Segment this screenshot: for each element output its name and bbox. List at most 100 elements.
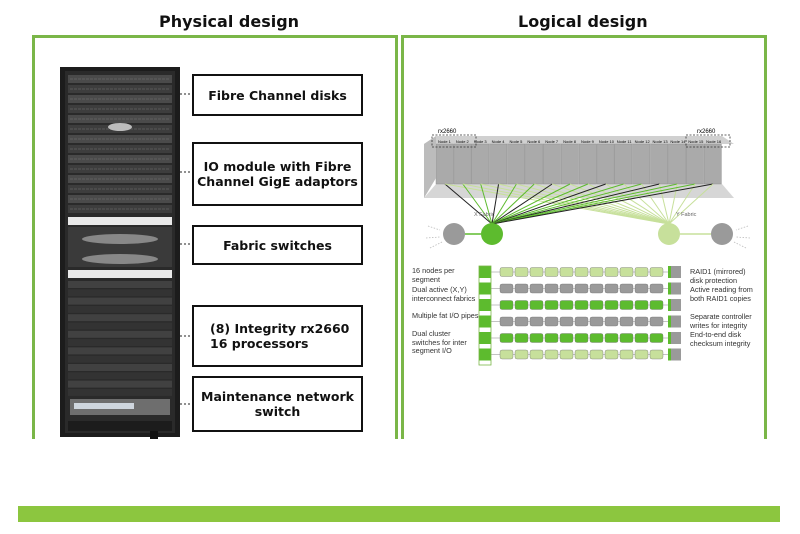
storage-disk: [574, 300, 589, 310]
node-cell: [560, 143, 579, 185]
fabric-x-label: X Fabric: [474, 212, 495, 218]
fabric-x-outer-node: [443, 223, 465, 245]
node-cell: [525, 143, 543, 185]
node-label: Node 2: [456, 139, 470, 144]
storage-disk: [499, 333, 514, 343]
node-label: Node 3: [474, 139, 488, 144]
server-shelf: [68, 330, 172, 338]
y-fabric-link: [668, 183, 714, 225]
storage-left-port: [479, 348, 491, 361]
physical-design-panel: [32, 35, 398, 439]
storage-disk: [649, 316, 664, 327]
node-label: Node 4: [492, 139, 506, 144]
server-shelf: [68, 388, 172, 396]
storage-left-port: [479, 299, 491, 311]
x-fabric-link: [480, 183, 493, 225]
storage-disk: [604, 300, 619, 310]
storage-disk: [604, 333, 619, 343]
storage-disk: [544, 300, 559, 310]
storage-right-port: [669, 299, 681, 311]
storage-disk: [529, 316, 544, 327]
x-fabric-link: [444, 183, 493, 225]
server-shelf: [68, 339, 172, 347]
storage-disk: [619, 316, 634, 327]
storage-disk: [529, 333, 544, 343]
server-shelf: [68, 380, 172, 388]
node-cell: [507, 143, 525, 185]
storage-disk: [574, 349, 589, 360]
label-fabric-switches: Fabric switches: [192, 225, 363, 265]
x-fabric-link: [491, 183, 642, 225]
storage-disk: [589, 316, 604, 327]
node-label: Node 15: [688, 139, 704, 144]
storage-disk: [589, 333, 604, 343]
server-group-label-right: rx2660: [697, 129, 716, 135]
storage-disk: [499, 283, 514, 294]
x-fabric-link: [491, 183, 624, 225]
x-fabric-link: [491, 183, 678, 225]
storage-disk: [544, 349, 559, 360]
storage-disk: [589, 283, 604, 294]
note-nodes-per-segment: 16 nodes per segment: [412, 266, 455, 284]
storage-disk: [574, 267, 589, 277]
storage-disk: [649, 283, 664, 294]
storage-disk: [559, 333, 574, 343]
storage-disk: [559, 349, 574, 360]
storage-disk: [604, 267, 619, 277]
storage-left-port: [479, 282, 491, 295]
node-cell: [668, 143, 686, 185]
storage-disk: [544, 283, 559, 294]
node-cell: [596, 143, 615, 185]
note-raid1: RAID1 (mirrored) disk protection: [690, 267, 746, 285]
storage-disk: [634, 349, 649, 360]
y-fabric-link: [668, 183, 696, 225]
note-active-reading: Active reading from both RAID1 copies: [690, 285, 753, 303]
storage-disk: [604, 349, 619, 360]
storage-disk: [634, 300, 649, 310]
node-label: Node 14: [670, 139, 686, 144]
note-dual-active-fabrics: Dual active (X,Y) interconnect fabrics: [412, 285, 476, 303]
label-fibre-channel-disks: Fibre Channel disks: [192, 74, 363, 116]
label-maintenance-switch: Maintenance network switch: [192, 376, 363, 432]
node-label: Node 1: [438, 139, 452, 144]
node-cell: [578, 143, 597, 185]
physical-design-title: Physical design: [159, 12, 300, 31]
logical-design-panel: [401, 35, 767, 439]
x-fabric-link: [491, 183, 571, 225]
storage-disk: [634, 333, 649, 343]
storage-disk: [544, 316, 559, 327]
server-rack-image: [60, 67, 180, 439]
storage-disk: [574, 283, 589, 294]
storage-left-port: [479, 315, 491, 328]
x-fabric-link: [491, 183, 606, 225]
x-fabric-link: [491, 183, 714, 225]
node-cell: [614, 143, 633, 185]
server-shelf: [68, 347, 172, 355]
node-label: Node 7: [545, 139, 559, 144]
node-cell: [489, 143, 508, 185]
storage-disk: [649, 300, 664, 310]
node-label: Node 9: [581, 139, 595, 144]
node-cell: [471, 143, 490, 185]
note-separate-controller: Separate controller writes for integrity: [690, 312, 752, 330]
server-shelf: [68, 322, 172, 330]
server-shelf: [68, 305, 172, 313]
storage-disk: [619, 349, 634, 360]
logical-design-title: Logical design: [518, 12, 648, 31]
storage-right-port: [669, 282, 681, 295]
storage-disk: [529, 267, 544, 277]
storage-disk: [589, 300, 604, 310]
storage-disk: [514, 333, 529, 343]
storage-disk: [499, 267, 514, 277]
label-io-module: IO module with Fibre Channel GigE adapto…: [192, 142, 363, 206]
storage-right-port: [669, 315, 681, 328]
node-label: Node 13: [653, 139, 669, 144]
server-shelf: [68, 372, 172, 380]
node-label: Node 16: [706, 139, 722, 144]
storage-right-port: [669, 266, 681, 278]
node-cell: [686, 143, 704, 185]
x-fabric-link: [491, 183, 553, 225]
label-integrity-rx2660: (8) Integrity rx2660 16 processors: [192, 305, 363, 367]
